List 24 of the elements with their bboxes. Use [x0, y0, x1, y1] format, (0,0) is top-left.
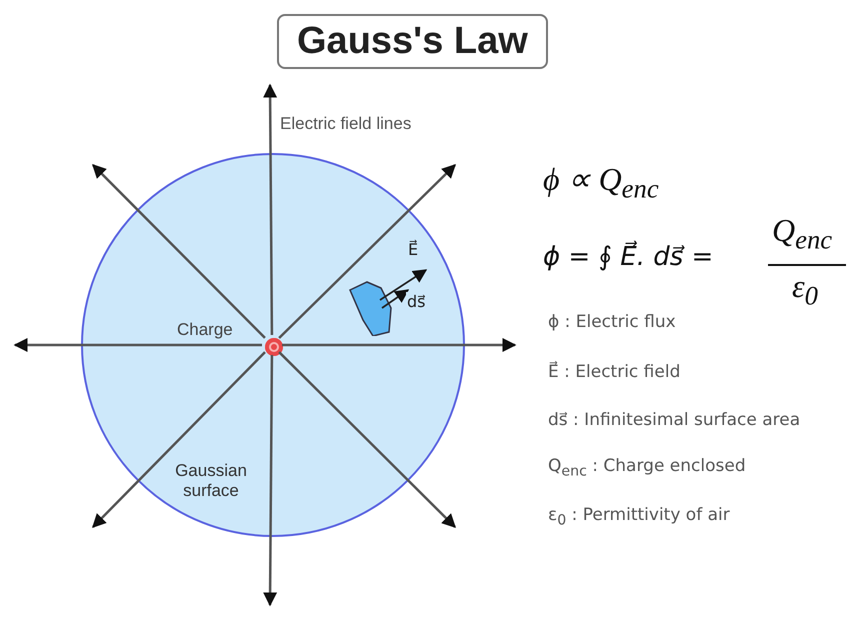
charge-label: Charge [177, 320, 233, 340]
field-line-arrow [278, 164, 456, 339]
formula: ϕ ∝ Q$_{enc}$ [543, 160, 659, 204]
field-line-arrow [282, 338, 516, 352]
caption-text: Electric field lines [280, 114, 412, 134]
symbol-definition: E⃗ : Electric field [548, 362, 680, 382]
vector-arrow [380, 269, 428, 301]
charge-dot [265, 338, 283, 356]
symbol-definition: ϕ : Electric flux [548, 312, 676, 332]
title: Gauss's Law [277, 14, 548, 69]
field-line-arrow [92, 351, 266, 528]
formula: ϕ = ∮ E⃗. ds⃗ = [543, 242, 714, 272]
vector-arrow [381, 289, 410, 309]
field-line-arrow [263, 84, 278, 335]
symbol-definition: Q$_{enc}$ : Charge enclosed [548, 456, 746, 480]
symbol-definition: ds⃗ : Infinitesimal surface area [548, 410, 800, 430]
formula-denominator: ε$_{0}$ [792, 268, 818, 312]
surface-label: Gaussian surface [174, 461, 248, 501]
field-line-arrow [263, 355, 278, 606]
field-line-arrow [14, 338, 262, 352]
formula-numerator: Q$_{enc}$ [772, 212, 832, 256]
field-line-arrow [92, 164, 266, 339]
symbol-definition: ε$_{0}$ : Permittivity of air [548, 505, 730, 528]
field-line-arrow [278, 351, 456, 528]
